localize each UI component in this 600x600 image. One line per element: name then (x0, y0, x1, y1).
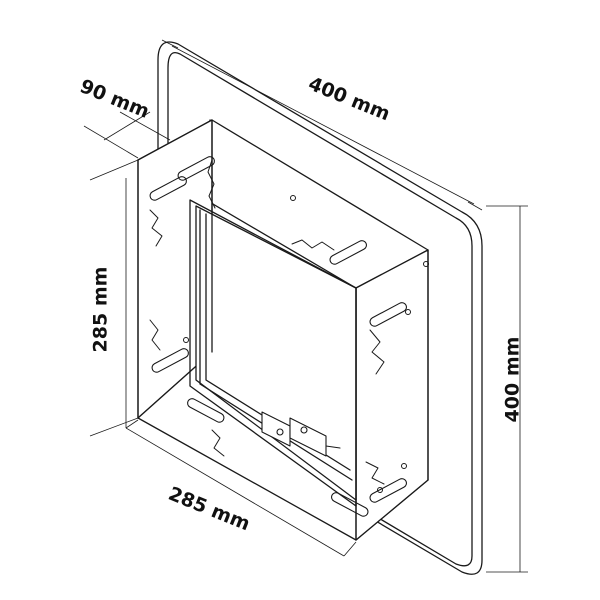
inner-height-dimension-label: 285 mm (89, 266, 112, 353)
mounting-slots (149, 156, 407, 517)
box-body (137, 119, 429, 541)
clamp-bracket (261, 411, 341, 457)
dim-line-outer-height (486, 205, 528, 573)
dim-line-inner-height (89, 159, 139, 437)
dim-line-inner-width (125, 419, 357, 557)
dim-line-depth (83, 111, 171, 159)
dim-line-outer-width (161, 39, 483, 211)
cutaway-edges (149, 159, 385, 485)
screw-holes (183, 195, 429, 493)
outer-height-dimension-label: 400 mm (501, 336, 524, 423)
